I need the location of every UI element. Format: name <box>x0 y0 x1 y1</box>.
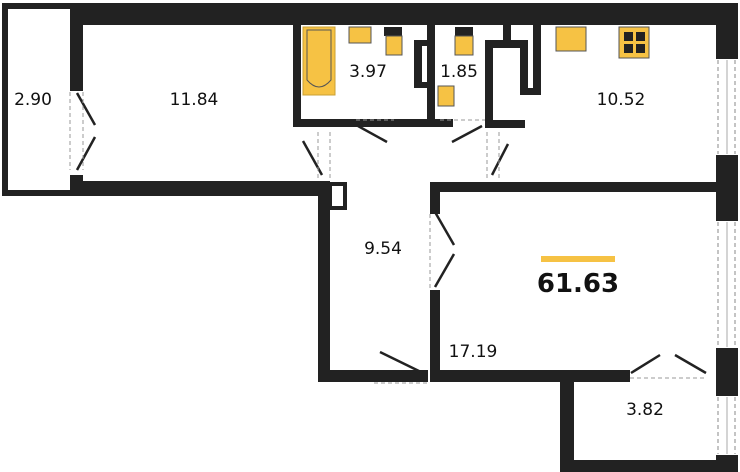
door-openings <box>69 92 706 384</box>
room-area-balcony-left: 2.90 <box>14 90 52 110</box>
total-area: 61.63 <box>536 269 620 299</box>
windows <box>717 60 736 454</box>
bathtub-icon <box>302 26 336 96</box>
room-area-bedroom: 11.84 <box>169 90 219 110</box>
room-area-living-room: 17.19 <box>448 342 498 362</box>
toilet-icon <box>384 27 474 56</box>
room-area-hallway: 9.54 <box>364 239 402 259</box>
room-area-kitchen: 10.52 <box>596 90 646 110</box>
room-area-bathroom: 3.97 <box>349 62 387 82</box>
room-area-balcony-right: 3.82 <box>626 400 664 420</box>
stove-icon <box>618 26 650 59</box>
walls <box>2 3 738 472</box>
total-area-accent-bar <box>541 256 615 262</box>
doors <box>75 92 707 375</box>
sink-icon <box>348 26 587 107</box>
room-area-toilet: 1.85 <box>440 62 478 82</box>
